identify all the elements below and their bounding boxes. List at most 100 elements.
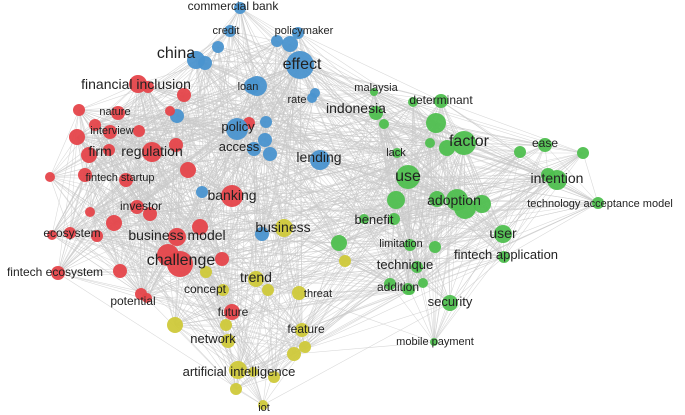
cooccurrence-edge [433, 174, 549, 343]
cooccurrence-edge [222, 152, 398, 291]
cooccurrence-edge [117, 112, 558, 181]
label-user: user [489, 225, 517, 241]
cooccurrence-edge [187, 169, 223, 260]
cooccurrence-edge [389, 244, 411, 285]
node-technology-acceptance-model [592, 197, 604, 209]
keyword-node [331, 235, 347, 251]
cooccurrence-edge [503, 174, 549, 258]
cooccurrence-edge [94, 40, 278, 126]
node-use [396, 165, 420, 189]
cooccurrence-edge [304, 199, 397, 348]
cooccurrence-edge [69, 174, 549, 234]
cooccurrence-edge [89, 142, 431, 213]
node-mobile-payment [430, 338, 438, 346]
label-use: use [395, 168, 421, 185]
label-business-model: business model [128, 227, 225, 243]
cooccurrence-edge [363, 198, 438, 220]
cooccurrence-edge [84, 122, 250, 176]
cooccurrence-edge [344, 260, 411, 291]
cooccurrence-edge [175, 144, 263, 235]
node-layer [45, 2, 604, 410]
label-future: future [218, 305, 249, 319]
node-lending [310, 150, 330, 170]
cooccurrence-edge [69, 232, 121, 272]
cooccurrence-edge [89, 211, 169, 256]
cooccurrence-edge [264, 92, 316, 141]
cooccurrence-edge [94, 124, 223, 260]
cooccurrence-edge [255, 123, 385, 280]
cooccurrence-edge [389, 256, 505, 285]
cooccurrence-edge [49, 176, 121, 272]
node-indonesia [369, 106, 383, 120]
cooccurrence-edge [57, 272, 264, 406]
cooccurrence-edge [199, 85, 253, 228]
keyword-node [426, 113, 446, 133]
cooccurrence-edge [225, 324, 275, 378]
keyword-node [143, 207, 157, 221]
cooccurrence-edge [283, 43, 291, 229]
keyword-node [69, 129, 85, 145]
cooccurrence-edge [137, 83, 233, 313]
cooccurrence-edge [199, 226, 391, 285]
cooccurrence-edge [147, 86, 177, 146]
keyword-node [429, 241, 441, 253]
label-regulation: regulation [121, 143, 183, 159]
cooccurrence-edge [96, 122, 250, 237]
node-lack [392, 148, 402, 158]
cooccurrence-edge [265, 92, 316, 123]
keyword-node [248, 367, 258, 377]
cooccurrence-edge [57, 235, 98, 274]
node-investor [130, 200, 144, 214]
cooccurrence-edge [78, 109, 431, 144]
cooccurrence-edge [502, 151, 521, 235]
cooccurrence-edge [57, 272, 142, 295]
cooccurrence-edge [174, 324, 306, 348]
cooccurrence-edge [49, 110, 171, 178]
label-technology-acceptance-model: technology acceptance model [527, 198, 673, 210]
cooccurrence-edge [373, 91, 546, 146]
node-interview [103, 125, 117, 139]
cooccurrence-edge [252, 289, 269, 373]
cooccurrence-edge [293, 341, 435, 355]
cooccurrence-edge [225, 324, 306, 348]
cooccurrence-edge [183, 94, 398, 154]
cooccurrence-edge [94, 124, 142, 295]
cooccurrence-edge [383, 123, 438, 200]
cooccurrence-edge [276, 40, 300, 294]
cooccurrence-edge [51, 234, 142, 295]
cooccurrence-edge [237, 242, 340, 371]
cooccurrence-edge [267, 289, 275, 378]
cooccurrence-edge [301, 203, 483, 331]
node-rate [307, 93, 317, 103]
keyword-node [113, 264, 127, 278]
node-access [247, 142, 261, 156]
node-artificial-intelligence [229, 361, 247, 379]
cooccurrence-edge [174, 271, 207, 326]
cooccurrence-edge [383, 101, 414, 125]
cooccurrence-edge [239, 7, 437, 124]
node-financial-inclusion [129, 75, 147, 93]
cooccurrence-edge [174, 289, 411, 326]
keyword-node [47, 230, 57, 240]
cooccurrence-edge [251, 85, 558, 181]
node-business-model [168, 228, 186, 246]
label-fintech-startup: fintech startup [85, 172, 154, 184]
cooccurrence-edge [389, 283, 435, 343]
cooccurrence-edge [57, 110, 171, 274]
cooccurrence-edge [262, 302, 451, 406]
cooccurrence-edge [140, 94, 185, 295]
cooccurrence-edge [409, 202, 599, 291]
keyword-node [220, 319, 232, 331]
cooccurrence-edge [264, 122, 437, 141]
cooccurrence-edge [175, 144, 178, 238]
cooccurrence-edge [363, 207, 466, 220]
cooccurrence-edge [248, 122, 275, 378]
cooccurrence-edge [51, 122, 250, 236]
cooccurrence-edge [253, 148, 306, 348]
keyword-node [287, 347, 301, 361]
cooccurrence-edge [248, 122, 398, 154]
keyword-node [106, 215, 122, 231]
keyword-node [577, 147, 589, 159]
cooccurrence-edge [253, 43, 291, 150]
cooccurrence-edge [235, 329, 303, 390]
